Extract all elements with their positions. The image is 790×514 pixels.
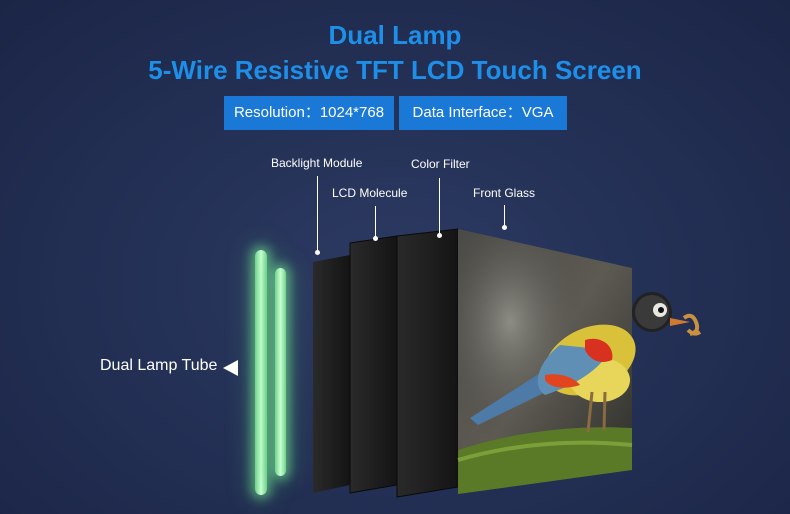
lamp-tube-label: Dual Lamp Tube (100, 357, 218, 374)
backlight-dot (315, 250, 320, 255)
lcd-label: LCD Molecule (332, 186, 408, 200)
filter-panel (396, 228, 459, 498)
glass-label: Front Glass (473, 186, 536, 200)
title-line-1: Dual Lamp (328, 20, 462, 50)
lcd-panel (349, 235, 398, 494)
glass-leader (504, 205, 505, 225)
lamp-tube-2 (275, 268, 286, 476)
resolution-badge: Resolution：1024*768 (224, 96, 394, 130)
title-line-2: 5-Wire Resistive TFT LCD Touch Screen (148, 55, 642, 85)
front-glass-photo (457, 229, 702, 494)
triangle-left-icon (223, 360, 238, 376)
filter-label: Color Filter (411, 157, 470, 171)
filter-leader (439, 178, 440, 234)
glass-dot (502, 225, 507, 230)
backlight-panel (313, 255, 350, 493)
lamp-tube-1 (255, 250, 267, 495)
interface-badge: Data Interface：VGA (399, 96, 567, 130)
filter-dot (437, 233, 442, 238)
lcd-dot (373, 236, 378, 241)
lcd-leader (375, 206, 376, 238)
backlight-leader (317, 176, 318, 254)
backlight-label: Backlight Module (271, 156, 363, 170)
